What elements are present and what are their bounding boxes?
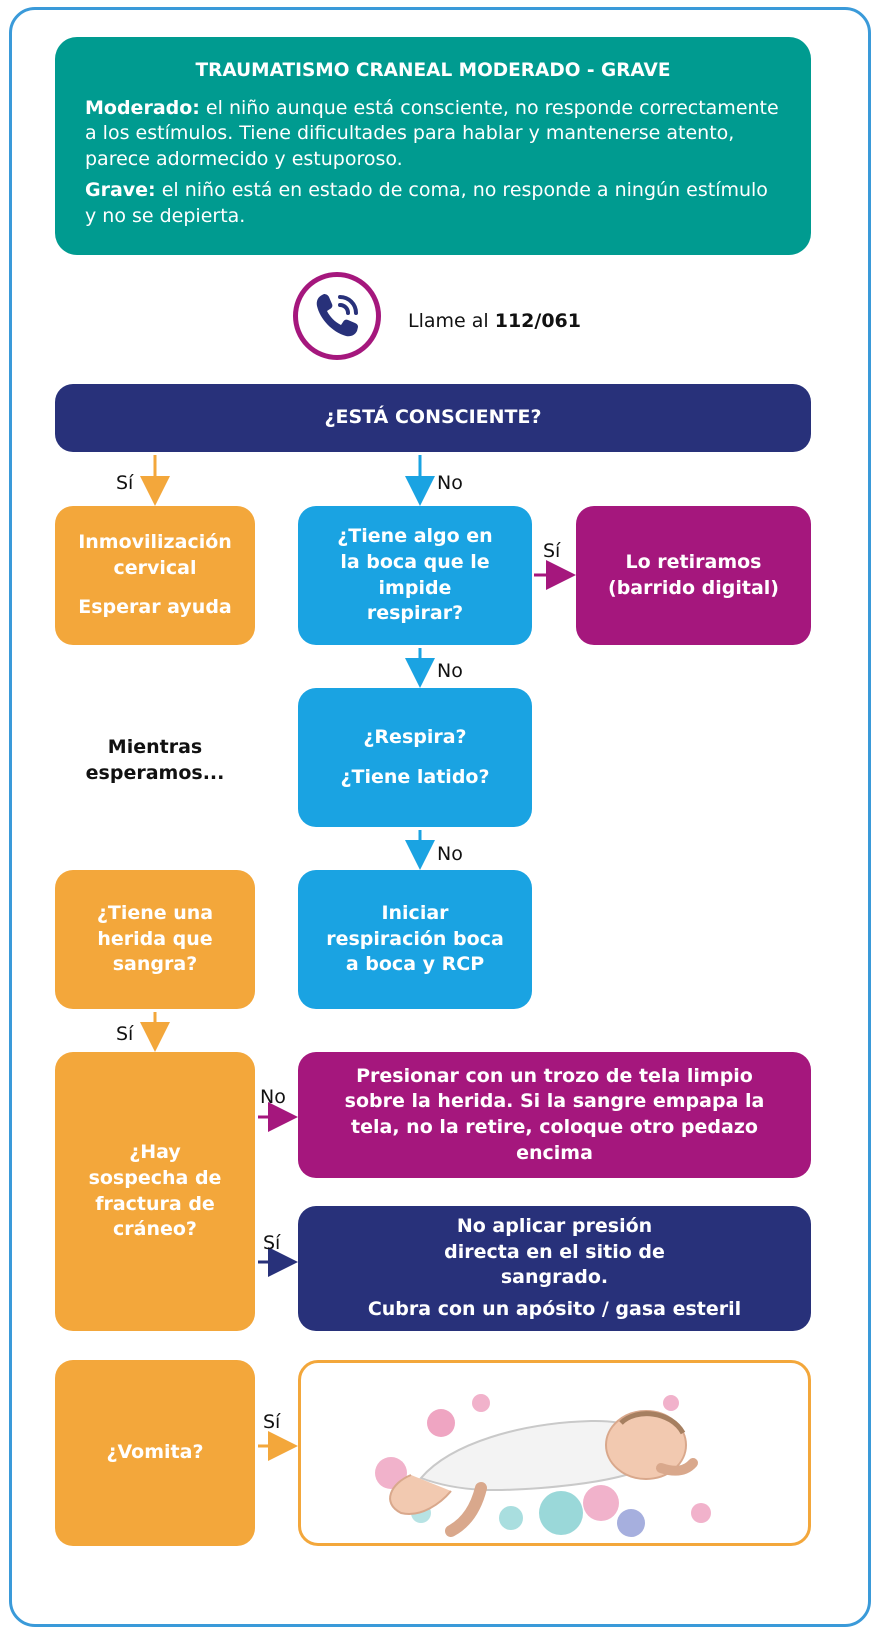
label-yes-fracture: Sí — [263, 1232, 281, 1254]
heartbeat-question: ¿Tiene latido? — [340, 765, 490, 788]
recovery-position-illustration — [298, 1360, 811, 1546]
cover-dressing-text: Cubra con un apósito / gasa esteril — [367, 1298, 742, 1321]
phone-badge — [293, 272, 381, 360]
label-yes-wound: Sí — [116, 1023, 134, 1045]
breathing-question: ¿Respira? — [363, 725, 467, 748]
page-title: TRAUMATISMO CRANEAL MODERADO - GRAVE — [195, 60, 671, 81]
call-prefix: Llame al — [408, 310, 495, 332]
conscious-question: ¿ESTÁ CONSCIENTE? — [55, 384, 811, 452]
conscious-question-text: ¿ESTÁ CONSCIENTE? — [324, 406, 542, 429]
label-yes-conscious: Sí — [116, 472, 134, 494]
grave-text: el niño está en estado de coma, no respo… — [85, 179, 768, 227]
cpr-text: Iniciar respiración boca a boca y RCP — [326, 902, 504, 976]
phone-icon — [316, 294, 358, 337]
wound-question-text: ¿Tiene una herida que sangra? — [96, 902, 214, 976]
moderado-text: el niño aunque está consciente, no respo… — [85, 96, 779, 170]
pressure-box: Presionar con un trozo de tela limpio so… — [298, 1052, 811, 1178]
mouth-question-text: ¿Tiene algo en la boca que le impide res… — [337, 525, 493, 625]
label-yes-mouth: Sí — [543, 540, 561, 562]
wound-question-box: ¿Tiene una herida que sangra? — [55, 870, 255, 1009]
header-panel: TRAUMATISMO CRANEAL MODERADO - GRAVE Mod… — [55, 37, 811, 255]
grave-description: Grave: el niño está en estado de coma, n… — [85, 178, 781, 229]
vomit-question-text: ¿Vomita? — [106, 1441, 204, 1464]
breathing-box: ¿Respira? ¿Tiene latido? — [298, 688, 532, 827]
mouth-question-box: ¿Tiene algo en la boca que le impide res… — [298, 506, 532, 645]
pressure-text: Presionar con un trozo de tela limpio so… — [344, 1064, 765, 1164]
cpr-box: Iniciar respiración boca a boca y RCP — [298, 870, 532, 1009]
while-waiting-label: Mientras esperamos... — [85, 736, 225, 784]
remove-object-box: Lo retiramos (barrido digital) — [576, 506, 811, 645]
label-no-breathing: No — [437, 843, 463, 865]
grave-label: Grave: — [85, 179, 156, 202]
emergency-number: 112/061 — [494, 310, 581, 332]
label-no-fracture: No — [260, 1086, 286, 1108]
label-no-mouth: No — [437, 660, 463, 682]
wait-help-text: Esperar ayuda — [78, 596, 232, 619]
remove-object-text: Lo retiramos (barrido digital) — [608, 550, 779, 599]
fracture-question-box: ¿Hay sospecha de fractura de cráneo? — [55, 1052, 255, 1331]
fracture-question-text: ¿Hay sospecha de fractura de cráneo? — [88, 1141, 222, 1241]
immobilization-box: Inmovilización cervical Esperar ayuda — [55, 506, 255, 645]
baby-illustration — [375, 1394, 711, 1537]
call-instruction: Llame al 112/061 — [408, 310, 581, 332]
vomit-question-box: ¿Vomita? — [55, 1360, 255, 1546]
no-pressure-box: No aplicar presión directa en el sitio d… — [298, 1206, 811, 1331]
label-yes-vomit: Sí — [263, 1411, 281, 1433]
moderado-label: Moderado: — [85, 96, 200, 119]
moderado-description: Moderado: el niño aunque está consciente… — [85, 96, 781, 172]
immobilization-text: Inmovilización cervical — [78, 531, 232, 579]
label-no-conscious: No — [437, 472, 463, 494]
no-pressure-text: No aplicar presión directa en el sitio d… — [444, 1215, 665, 1289]
